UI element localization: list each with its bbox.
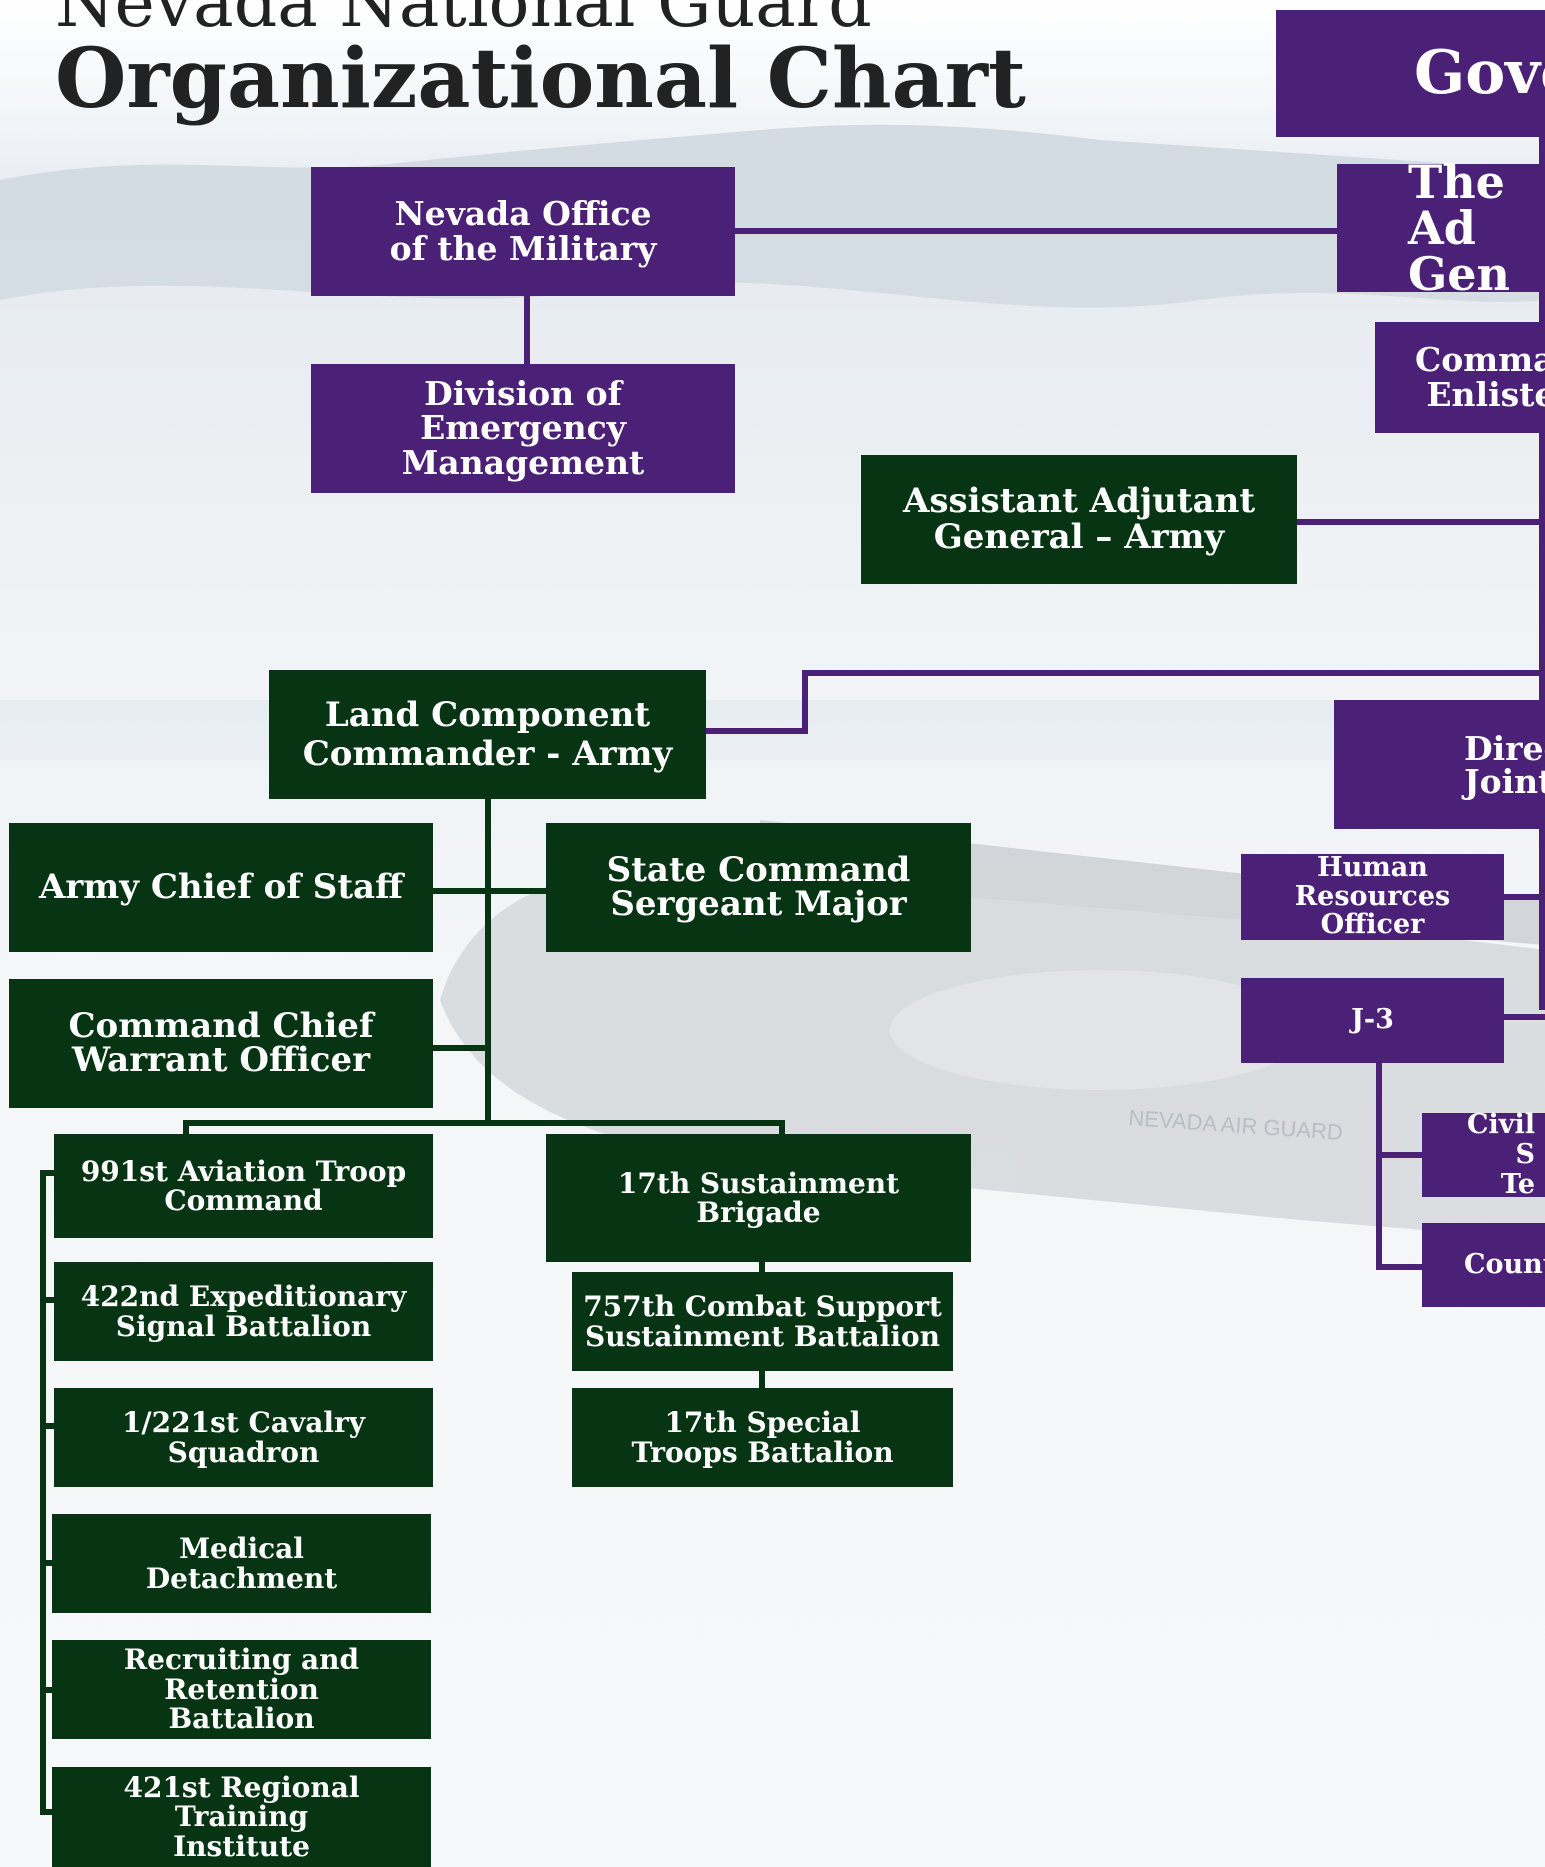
connector-spine-to-lcc — [706, 670, 1545, 734]
special-troops-battalion-box: 17th Special Troops Battalion — [572, 1388, 953, 1487]
human-resources-officer-label: Human Resources Officer — [1294, 852, 1451, 941]
connector-aviation-bracket — [40, 1170, 54, 1815]
emergency-management-box: Division of Emergency Management — [311, 364, 735, 493]
director-joint-box: Direc Joint — [1334, 700, 1545, 829]
command-chief-warrant-officer-label: Command Chief Warrant Officer — [68, 1006, 374, 1080]
regional-training-institute-box: 421st Regional Training Institute — [52, 1767, 431, 1867]
command-chief-warrant-officer-box: Command Chief Warrant Officer — [9, 979, 433, 1108]
connector-lcc-to-brigades — [183, 1120, 785, 1135]
assistant-ag-army-box: Assistant Adjutant General – Army — [861, 455, 1297, 584]
green-connectors — [40, 799, 785, 1815]
nevada-office-military-box: Nevada Office of the Military — [311, 167, 735, 296]
cavalry-squadron-box: 1/221st Cavalry Squadron — [54, 1388, 433, 1487]
state-command-sergeant-major-label: State Command Sergeant Major — [606, 850, 911, 924]
army-chief-of-staff-box: Army Chief of Staff — [9, 823, 433, 952]
signal-battalion-box: 422nd Expeditionary Signal Battalion — [54, 1262, 433, 1361]
j3-label: J-3 — [1351, 1004, 1394, 1036]
human-resources-officer-box: Human Resources Officer — [1241, 854, 1504, 940]
signal-battalion-label: 422nd Expeditionary Signal Battalion — [80, 1280, 407, 1343]
sustainment-brigade-label: 17th Sustainment Brigade — [617, 1166, 900, 1229]
director-joint-label: Direc Joint — [1464, 728, 1545, 801]
army-chief-of-staff-label: Army Chief of Staff — [39, 866, 403, 907]
medical-detachment-box: Medical Detachment — [52, 1514, 431, 1613]
governor-label: Gove — [1414, 38, 1545, 108]
civil-support-team-box: Civil S Te — [1422, 1109, 1545, 1200]
special-troops-battalion-label: 17th Special Troops Battalion — [631, 1406, 894, 1469]
cavalry-squadron-label: 1/221st Cavalry Squadron — [121, 1406, 366, 1469]
counter-box: Count — [1422, 1223, 1545, 1307]
command-enlisted-label: Comman Enlisted — [1415, 339, 1545, 414]
adjutant-general-box: The Ad Gen — [1337, 159, 1545, 297]
command-enlisted-box: Comman Enlisted — [1375, 322, 1545, 433]
medical-detachment-label: Medical Detachment — [145, 1532, 338, 1595]
land-component-commander-box: Land Component Commander - Army — [269, 670, 706, 799]
combat-support-sustainment-box: 757th Combat Support Sustainment Battali… — [572, 1272, 953, 1371]
state-command-sergeant-major-box: State Command Sergeant Major — [546, 823, 971, 952]
connector-j3-to-subunits — [1376, 1061, 1422, 1270]
chart-title-line1: Nevada National Guard — [55, 0, 872, 43]
sustainment-brigade-box: 17th Sustainment Brigade — [546, 1134, 971, 1262]
counter-label: Count — [1464, 1248, 1545, 1280]
aviation-troop-command-label: 991st Aviation Troop Command — [80, 1154, 407, 1217]
aviation-troop-command-box: 991st Aviation Troop Command — [54, 1134, 433, 1238]
assistant-ag-army-label: Assistant Adjutant General – Army — [902, 480, 1256, 557]
nevada-office-military-label: Nevada Office of the Military — [389, 193, 657, 268]
civil-support-team-label: Civil S Te — [1467, 1109, 1535, 1200]
j3-box: J-3 — [1241, 978, 1504, 1063]
chart-title: Nevada National Guard Organizational Cha… — [55, 0, 1026, 120]
adjutant-general-label: The Ad Gen — [1408, 155, 1510, 301]
recruiting-retention-box: Recruiting and Retention Battalion — [52, 1640, 431, 1739]
governor-box: Gove — [1276, 10, 1545, 137]
chart-title-line2: Organizational Chart — [55, 31, 1026, 127]
regional-training-institute-label: 421st Regional Training Institute — [123, 1770, 360, 1863]
combat-support-sustainment-label: 757th Combat Support Sustainment Battali… — [583, 1290, 942, 1353]
emergency-management-label: Division of Emergency Management — [401, 373, 645, 482]
aircraft-engine-nacelle — [890, 970, 1310, 1090]
recruiting-retention-label: Recruiting and Retention Battalion — [123, 1643, 360, 1736]
land-component-commander-label: Land Component Commander - Army — [302, 695, 673, 774]
